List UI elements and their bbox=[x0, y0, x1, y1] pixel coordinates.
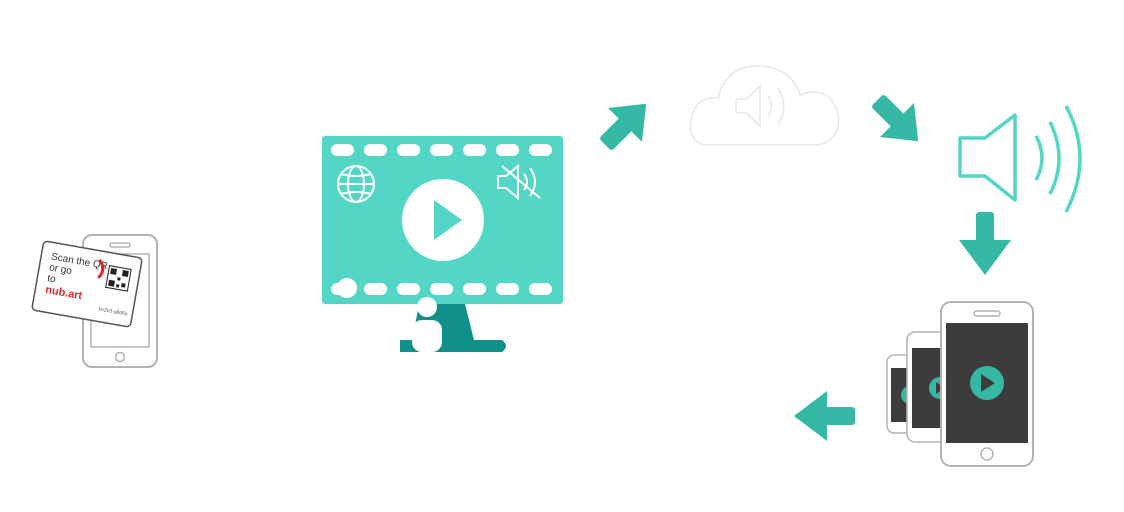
globe-icon bbox=[337, 165, 375, 203]
arrow-icon bbox=[959, 212, 1011, 275]
people-silhouette bbox=[337, 278, 442, 352]
mute-icon bbox=[497, 163, 541, 201]
arrow-icon bbox=[794, 391, 855, 441]
play-icon bbox=[402, 179, 484, 261]
qr-card-icon: Scan the QR or go to nub.art bc2b3-a8d5e bbox=[31, 240, 143, 328]
qr-code-icon bbox=[105, 265, 132, 292]
speaker-icon bbox=[958, 105, 1082, 213]
brand-mark-icon bbox=[97, 258, 105, 279]
phone-with-card: Scan the QR or go to nub.art bc2b3-a8d5e bbox=[31, 234, 158, 368]
card-line-3: to bbox=[46, 273, 57, 285]
arrow-icon bbox=[872, 95, 919, 142]
monitor-icon bbox=[322, 136, 563, 352]
arrow-icon bbox=[600, 103, 647, 150]
card-line-2: or go bbox=[48, 262, 73, 277]
film-holes-top bbox=[331, 144, 552, 156]
play-icon bbox=[970, 366, 1004, 400]
cloud-audio-icon bbox=[689, 65, 840, 146]
phone-icon bbox=[940, 301, 1034, 467]
phones-group-icon bbox=[886, 301, 1034, 467]
card-code: bc2b3-a8d5e bbox=[98, 306, 128, 317]
